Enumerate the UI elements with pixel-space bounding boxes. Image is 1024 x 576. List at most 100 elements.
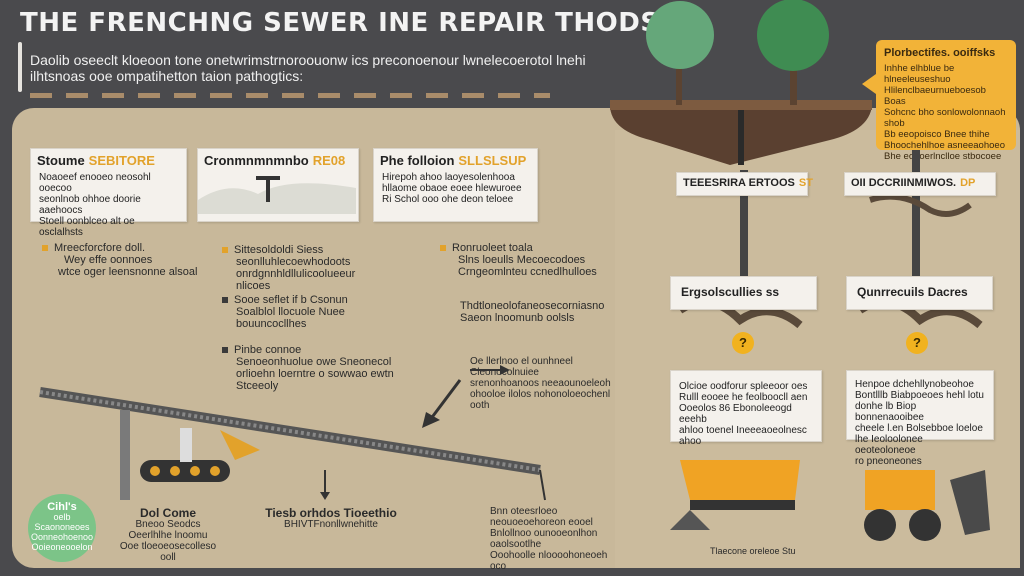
bullet-line: wtce oger leensnonne alsoal — [58, 266, 198, 278]
right-panel — [615, 130, 1020, 568]
badge-line: Ooieoneooelon — [31, 542, 93, 552]
bullet-line: Saeon lnoomunb oolsls — [460, 312, 575, 324]
bottom-label-line: Bneoo Seodcs — [135, 519, 201, 530]
pipeline-illustration — [39, 365, 546, 501]
card-highlight: RE08 — [312, 153, 346, 168]
callout-line: Bhoochehlhoe asneeaohoeo — [884, 140, 1005, 151]
tree-left-icon — [646, 1, 714, 105]
bullet-title: Sooe seflet if b Csonun — [234, 294, 348, 306]
bullet-title: Ronruoleet toala — [452, 242, 533, 254]
question-icon: ? — [732, 332, 754, 354]
card-line: Noaoeef enooeo neosohl ooecoo — [39, 172, 151, 194]
card-title: Cronmnmnmnbo — [204, 153, 309, 168]
bottom-label-line: Oeerlhlhe lnoomu — [128, 530, 208, 541]
bullet-line: Wey effe oonnoes — [64, 254, 153, 266]
card-line: Stoell oonblceo alt oe osclalhsts — [39, 216, 135, 238]
bottom-label-line: Ooe tloeoeosecolleso ooll — [119, 541, 217, 563]
bullet-dot-icon — [222, 297, 228, 304]
bullet-line: Crngeomlnteu ccnedlhulloes — [458, 266, 597, 278]
card-line: Ri Schol ooo ohe deon teloee — [382, 194, 514, 205]
info-line: Rulll eooee he feolboocll aen — [679, 392, 808, 403]
info-box-left: Olcioe oodforur spleeoor oes Rulll eooee… — [670, 370, 822, 447]
arrow-down-left-icon — [428, 379, 462, 421]
bottom-label-title: Dol Come — [139, 506, 196, 520]
sub-sign-left: Ergsolscullies ss — [670, 276, 817, 310]
bottom-label-line: Ooohoolle nloooohoneoeh oco — [490, 550, 608, 572]
card-line: hllaome obaoe eoee hlewuroee — [382, 183, 522, 194]
arrow-down-icon — [539, 469, 546, 501]
info-line: donhe lb Biop bonnenaooibee — [855, 401, 924, 423]
callout-box: Plorbectifes. ooiffsks Inhhe elhblue be … — [862, 40, 1016, 162]
sub-sign-right: Qunrrecuils Dacres — [846, 276, 993, 310]
card-highlight: SLLSLSUP — [458, 153, 527, 168]
sub-sign-title: Ergsolscullies ss — [681, 285, 780, 299]
sign-title: OII DCCRIINMIWOS. — [851, 177, 957, 189]
loader-icon — [864, 470, 990, 541]
sub-sign-title: Qunrrecuils Dacres — [857, 285, 968, 299]
card-title: Stoume — [37, 153, 85, 168]
bullet-title: Sittesoldoldi Siess — [234, 244, 324, 256]
excavator-icon — [140, 428, 260, 482]
card-highlight: SEBITORE — [88, 153, 155, 168]
bullet-item-6: Pinbe connoe Senoeonhuolue owe Sneonecol… — [222, 344, 412, 392]
bottom-label-line: Bnn oteesrloeo neouoeoehoreon eooel — [490, 506, 593, 528]
bottom-label-title: Tiesb orhdos Tioeethio — [265, 506, 397, 520]
sign-highlight: ST — [798, 177, 813, 189]
sign-title: TEEESRIRA ERTOOS — [683, 177, 795, 189]
bullet-title: Mreecforcfore doll. — [54, 242, 146, 254]
auger-pole-right-icon — [912, 150, 920, 280]
sign-highlight: DP — [960, 177, 976, 189]
badge-line: Scaononeoes — [34, 522, 90, 532]
info-line: lhe Ieoloolonee oeoteoloneoe — [855, 434, 923, 456]
bullet-dot-icon — [440, 245, 446, 252]
card-line: Hirepoh ahoo laoyesolenhooa — [382, 172, 515, 183]
bullet-item-4: Sooe seflet if b Csonun Soalblol llocuol… — [222, 294, 392, 330]
dash-divider — [30, 93, 550, 98]
bullet-line: seonlluhlecoewhodoots — [236, 256, 351, 268]
callout-line: Bhe eoeoerlnclloe stbocoee — [884, 151, 1002, 162]
info-line: Henpoe dchehllynobeohoe — [855, 379, 974, 390]
tree-right-icon — [757, 0, 829, 105]
info-box-right: Henpoe dchehllynobeohoe Bontlllb Biabpoe… — [846, 370, 994, 467]
bullet-line: Soalblol llocuole Nuee bouuncocllhes — [236, 306, 345, 330]
excavation-icon — [198, 176, 356, 214]
ground-illustration — [610, 0, 872, 165]
ground-surface — [610, 100, 872, 110]
info-line: ro pneoneones — [855, 456, 922, 467]
bullet-line: Slns loeulls Mecoecodoes — [458, 254, 586, 266]
auger-pole-left-icon — [740, 170, 748, 280]
page-title: THE FRENCHNG SEWER INE REPAIR THODS — [20, 8, 660, 38]
info-line: Bontlllb Biabpoeoes hehl lotu — [855, 390, 984, 401]
green-badge: Cihl's oelb Scaononeoes Oonneohoenoo Ooi… — [28, 494, 96, 562]
bullet-title: Pinbe connoe — [234, 344, 302, 356]
bottom-label-line: Bnlollnoo ounooeonlhon oaolsootlhe — [490, 528, 598, 550]
bottom-label-2: Tiesb orhdos Tioeethio BHIVTFnonllwnehit… — [256, 506, 406, 530]
question-icon: ? — [906, 332, 928, 354]
info-line: Olcioe oodforur spleeoor oes — [679, 381, 808, 392]
drain-pipe-icon — [120, 410, 130, 500]
sign-right: OII DCCRIINMIWOS.DP — [844, 172, 996, 196]
bottom-label-3: Bnn oteesrloeo neouoeoehoreon eooel Bnlo… — [490, 506, 620, 572]
info-line: Ooeolos 86 Ebonoleeogd eeehb — [679, 403, 792, 425]
info-line: ahoo — [679, 436, 702, 447]
badge-line: oelb — [53, 512, 71, 522]
bullet-item-5: Thdtloneolofaneosecorniasno Saeon lnoomu… — [460, 300, 610, 324]
callout-line: Hlilenclbaeurnueboesob Boas — [884, 85, 986, 107]
bullet-dot-icon — [42, 245, 48, 252]
card-line: seonlnob ohhoe doorie aaehoocs — [39, 194, 141, 216]
bullet-item-3: Ronruoleet toala Slns loeulls Mecoecodoe… — [440, 242, 600, 278]
page-subtitle: Daolib oseeclt kloeoon tone onetwrimstrn… — [30, 52, 586, 84]
info-line: cheele l.en Bolsebboe loeloe — [855, 423, 983, 434]
bullet-item-2: Sittesoldoldi Siess seonlluhlecoewhodoot… — [222, 244, 392, 292]
bottom-label-line: BHIVTFnonllwnehitte — [284, 519, 378, 530]
machine-caption: Tlaecone oreleoe Stu — [710, 546, 796, 556]
bullet-dot-icon — [222, 347, 228, 354]
callout-line: Bb eeopoisco Bnee thihe — [884, 129, 990, 140]
info-line: ahloo toenel Ineeeaoeolnesc — [679, 425, 807, 436]
note-line: srenonhoanoos neeaounoeleoh — [470, 378, 611, 389]
bullet-title: Thdtloneolofaneosecorniasno — [460, 300, 605, 312]
